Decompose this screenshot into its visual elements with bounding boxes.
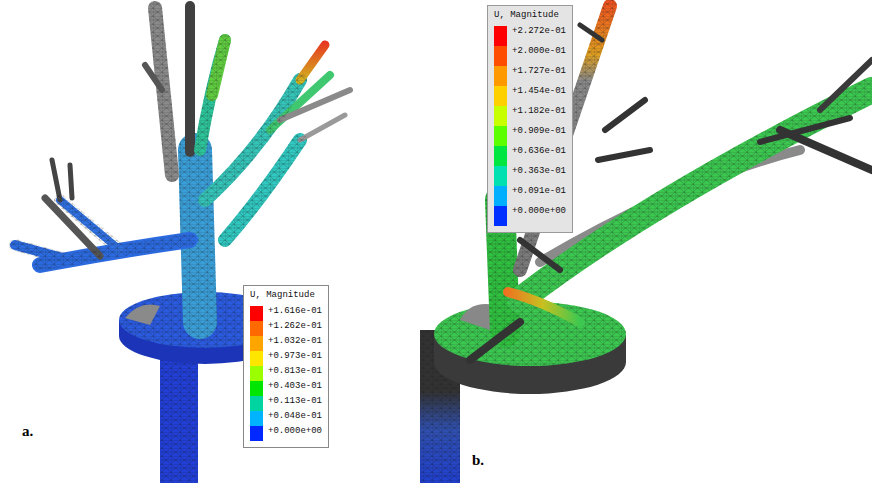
tree-model-b [434, 6, 872, 483]
color-swatch [250, 381, 263, 396]
legend-panel: U, Magnitude +2.272e-01 +2.000e-01 +1.727e-… [487, 5, 573, 233]
legend-row: +0.813e-01 [250, 366, 322, 381]
color-swatch [494, 186, 507, 206]
color-swatch [250, 426, 263, 441]
legend-value: +0.636e-01 [512, 146, 566, 156]
legend-row: +0.000e+00 [250, 426, 322, 441]
legend-row: +1.182e-01 [494, 106, 566, 126]
legend-row: +0.363e-01 [494, 166, 566, 186]
legend-row: +1.454e-01 [494, 86, 566, 106]
legend-row: +0.636e-01 [494, 146, 566, 166]
legend-value: +1.616e-01 [268, 306, 322, 316]
legend-value: +0.000e+00 [268, 426, 322, 436]
legend-title: U, Magnitude [250, 290, 322, 300]
color-swatch [250, 336, 263, 351]
legend-row: +0.000e+00 [494, 206, 566, 226]
legend-value: +0.403e-01 [268, 381, 322, 391]
color-swatch [494, 66, 507, 86]
legend-row: +1.727e-01 [494, 66, 566, 86]
legend-row: +0.403e-01 [250, 381, 322, 396]
legend-value: +1.262e-01 [268, 321, 322, 331]
color-swatch [494, 166, 507, 186]
legend-value: +0.973e-01 [268, 351, 322, 361]
legend-row: +0.973e-01 [250, 351, 322, 366]
legend-value: +2.272e-01 [512, 26, 566, 36]
legend-row: +1.616e-01 [250, 306, 322, 321]
color-swatch [494, 46, 507, 66]
color-swatch [494, 206, 507, 226]
legend-row: +0.091e-01 [494, 186, 566, 206]
legend-value: +1.032e-01 [268, 336, 322, 346]
legend-row: +1.262e-01 [250, 321, 322, 336]
panel-label: b. [472, 452, 484, 469]
legend-value: +2.000e-01 [512, 46, 566, 56]
color-swatch [250, 366, 263, 381]
tree-model-a [15, 6, 350, 483]
legend-row: +1.032e-01 [250, 336, 322, 351]
color-swatch [494, 106, 507, 126]
legend-value: +1.182e-01 [512, 106, 566, 116]
color-swatch [250, 351, 263, 366]
legend-row: +0.909e-01 [494, 126, 566, 146]
color-swatch [494, 146, 507, 166]
legend-value: +0.048e-01 [268, 411, 322, 421]
legend-value: +0.363e-01 [512, 166, 566, 176]
legend-value: +0.091e-01 [512, 186, 566, 196]
legend-value: +1.454e-01 [512, 86, 566, 96]
color-swatch [250, 306, 263, 321]
legend-row: +2.000e-01 [494, 46, 566, 66]
legend-row: +0.048e-01 [250, 411, 322, 426]
color-swatch [494, 126, 507, 146]
color-swatch [250, 396, 263, 411]
color-swatch [494, 86, 507, 106]
legend-row: +2.272e-01 [494, 26, 566, 46]
color-swatch [250, 411, 263, 426]
legend-panel: U, Magnitude +1.616e-01 +1.262e-01 +1.032e-… [243, 285, 329, 448]
legend-value: +0.813e-01 [268, 366, 322, 376]
legend-title: U, Magnitude [494, 10, 566, 20]
panel-label: a. [22, 423, 33, 440]
legend-value: +0.000e+00 [512, 206, 566, 216]
legend-value: +1.727e-01 [512, 66, 566, 76]
legend-row: +0.113e-01 [250, 396, 322, 411]
color-swatch [494, 26, 507, 46]
legend-value: +0.909e-01 [512, 126, 566, 136]
legend-value: +0.113e-01 [268, 396, 322, 406]
color-swatch [250, 321, 263, 336]
